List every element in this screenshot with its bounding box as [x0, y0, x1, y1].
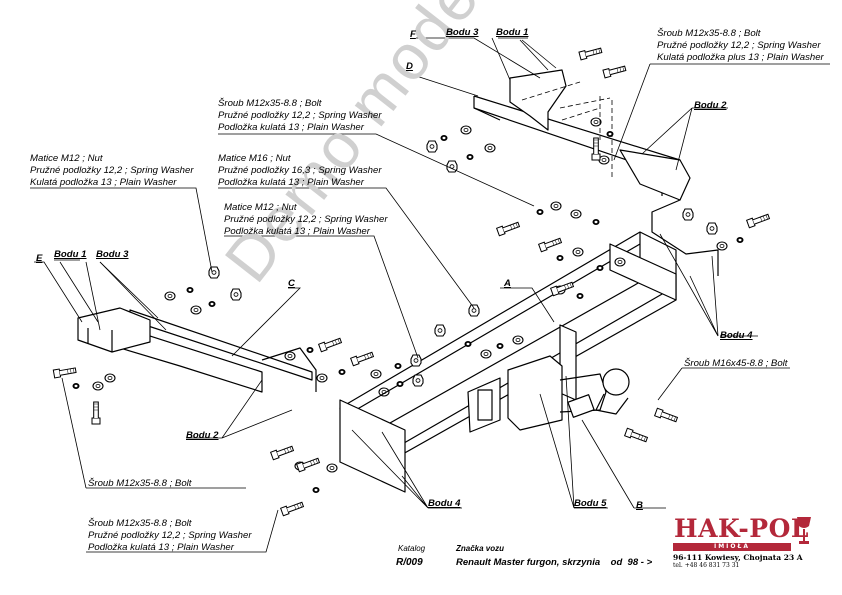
katalog-value: R/009	[396, 557, 423, 568]
bodu1-label-left: Bodu 1	[54, 249, 87, 260]
callout-bottom-left-washer: Podložka kulatá 13 ; Plain Washer	[88, 542, 234, 553]
bodu4-label-right: Bodu 4	[720, 330, 753, 341]
bodu3-label-left: Bodu 3	[96, 249, 129, 260]
bodu1-label-top: Bodu 1	[496, 27, 529, 38]
callout-left-washer: Kulatá podložka 13 ; Plain Washer	[30, 177, 177, 188]
callout-nut12-washer: Podložka kulatá 13 ; Plain Washer	[224, 226, 370, 237]
bodu2-label-right: Bodu 2	[694, 100, 727, 111]
part-label-a: A	[504, 278, 511, 289]
callout-top-center-spring: Pružné podložky 12,2 ; Spring Washer	[218, 110, 382, 121]
bodu4-label-bottom: Bodu 4	[428, 498, 461, 509]
callout-left-nut: Matice M12 ; Nut	[30, 153, 103, 164]
callout-nut16: Matice M16 ; Nut	[218, 153, 291, 164]
callout-left-spring: Pružné podložky 12,2 ; Spring Washer	[30, 165, 194, 176]
katalog-label: Katalog	[398, 544, 426, 553]
callout-top-center-washer: Podložka kulatá 13 ; Plain Washer	[218, 122, 364, 133]
callout-bottom-left-spring: Pružné podložky 12,2 ; Spring Washer	[88, 530, 252, 541]
callout-top-center-bolt: Šroub M12x35-8.8 ; Bolt	[218, 98, 322, 109]
callout-nut16-spring: Pružné podložky 16,3 ; Spring Washer	[218, 165, 382, 176]
bodu3-label-top: Bodu 3	[446, 27, 479, 38]
callout-bolt-left: Šroub M12x35-8.8 ; Bolt	[88, 478, 192, 489]
brand-trophy-icon	[797, 517, 811, 544]
brand-phone: tel. +48 46 831 73 31	[673, 562, 740, 569]
brand-subtitle: IMIOŁA	[673, 543, 791, 551]
brand-address: 96-111 Kowiesy, Chojnata 23 A	[673, 553, 803, 562]
bodu2-label-left: Bodu 2	[186, 430, 219, 441]
callout-bottom-left-bolt: Šroub M12x35-8.8 ; Bolt	[88, 518, 192, 529]
bodu5-label: Bodu 5	[574, 498, 607, 509]
callout-bolt-m16: Šroub M16x45-8.8 ; Bolt	[684, 358, 788, 369]
callout-top-right-bolt: Šroub M12x35-8.8 ; Bolt	[657, 28, 761, 39]
callout-top-right-washer: Kulatá podložka plus 13 ; Plain Washer	[657, 52, 824, 63]
part-label-e: E	[36, 253, 43, 264]
part-label-f: F	[410, 29, 416, 40]
vehicle-value: Renault Master furgon, skrzynia od 98 - …	[456, 557, 653, 568]
callout-top-right-spring: Pružné podložky 12,2 ; Spring Washer	[657, 40, 821, 51]
part-label-b: B	[636, 500, 643, 511]
callout-nut16-washer: Podložka kulatá 13 ; Plain Washer	[218, 177, 364, 188]
callout-nut12-spring: Pružné podložky 12,2 ; Spring Washer	[224, 214, 388, 225]
callout-nut12: Matice M12 ; Nut	[224, 202, 297, 213]
part-label-c: C	[288, 278, 295, 289]
brand-logo: HAK-POL	[674, 514, 809, 543]
vehicle-label: Značka vozu	[456, 544, 505, 553]
part-label-d: D	[406, 61, 413, 72]
